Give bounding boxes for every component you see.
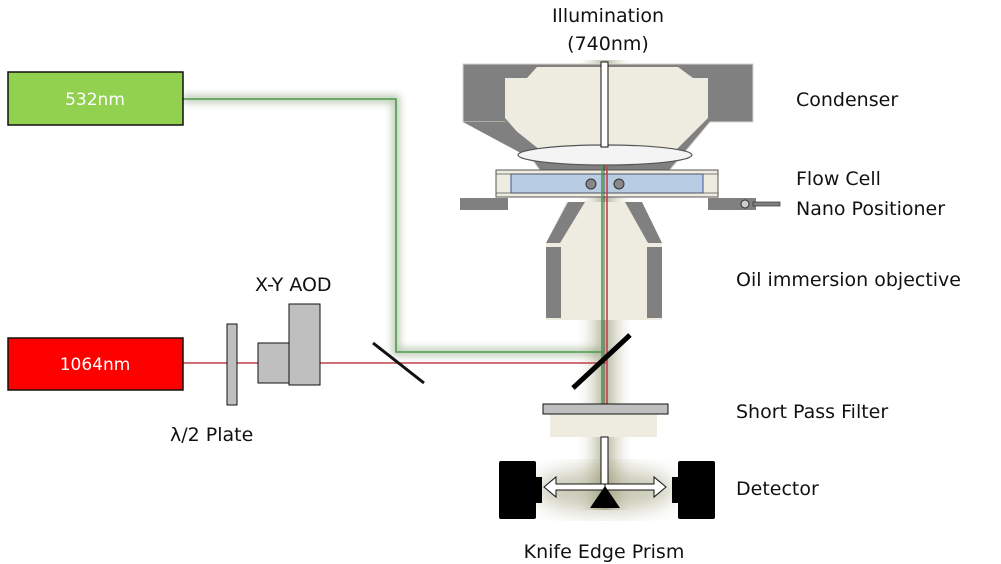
trapped-bead-left bbox=[585, 178, 597, 190]
steering-mirror bbox=[372, 341, 425, 385]
laser-1064nm: 1064nm bbox=[7, 337, 184, 391]
laser-1064nm-label: 1064nm bbox=[60, 355, 131, 375]
detector-left bbox=[499, 461, 542, 519]
illumination-label: Illumination bbox=[552, 5, 664, 27]
dichroic-mirror bbox=[571, 333, 632, 390]
nano-positioner-stage bbox=[460, 198, 781, 210]
illumination-wavelength-label: (740nm) bbox=[567, 33, 649, 55]
laser-532nm-label: 532nm bbox=[65, 90, 125, 110]
red-beam-path bbox=[183, 165, 608, 405]
xy-aod bbox=[257, 303, 321, 386]
half-wave-plate-label: λ/2 Plate bbox=[170, 424, 253, 446]
laser-532nm: 532nm bbox=[7, 71, 184, 126]
knife-edge-prism bbox=[590, 486, 620, 508]
objective-label: Oil immersion objective bbox=[736, 269, 961, 291]
flow-cell-label: Flow Cell bbox=[796, 168, 881, 190]
trapped-bead-right bbox=[613, 178, 625, 190]
detector-right bbox=[672, 461, 715, 519]
detection-assembly bbox=[535, 436, 675, 512]
nano-positioner-label: Nano Positioner bbox=[796, 198, 945, 220]
half-wave-plate bbox=[226, 323, 238, 406]
aod-label: X-Y AOD bbox=[255, 274, 332, 296]
knife-edge-prism-label: Knife Edge Prism bbox=[524, 541, 685, 563]
short-pass-filter bbox=[542, 403, 669, 437]
detector-label: Detector bbox=[736, 478, 819, 500]
condenser-label: Condenser bbox=[796, 89, 898, 111]
short-pass-filter-label: Short Pass Filter bbox=[736, 401, 888, 423]
condenser-lens bbox=[517, 144, 693, 166]
illumination-beam bbox=[600, 61, 609, 148]
